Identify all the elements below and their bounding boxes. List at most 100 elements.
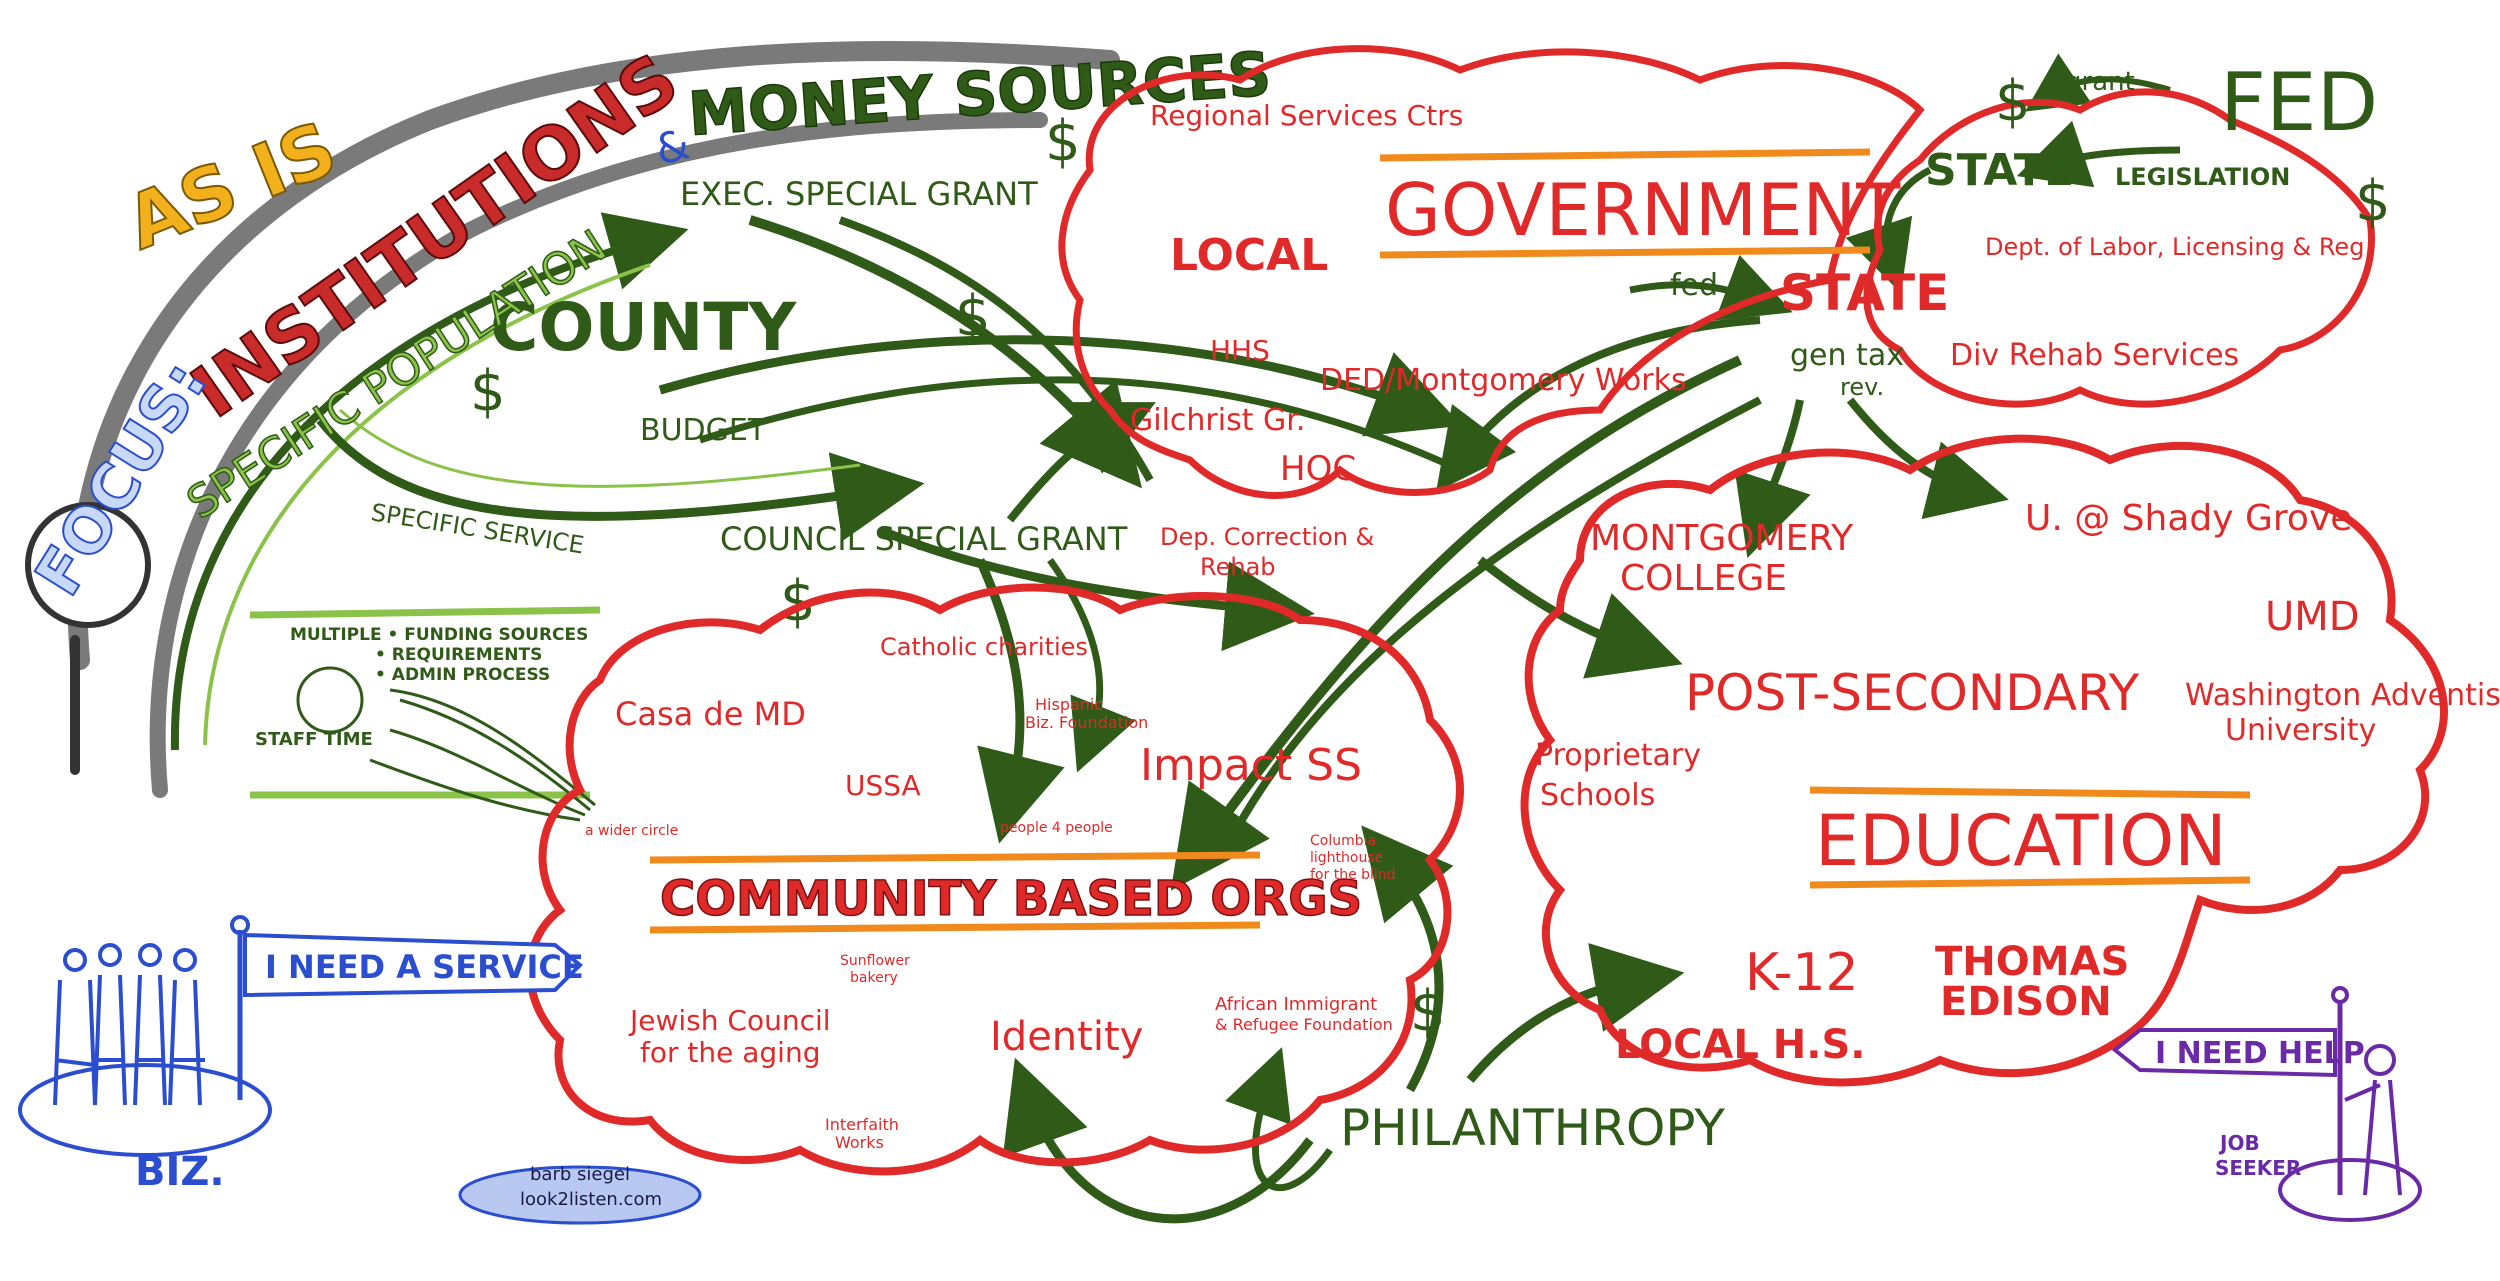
education-cloud-outline (1520, 434, 2448, 1087)
biz-people-group (53, 943, 205, 1106)
local-hs-label: LOCAL H.S. (1615, 1022, 1865, 1068)
catholic-charities-label: Catholic charities (880, 633, 1088, 661)
funding-fan-lines (369, 688, 596, 822)
grant-arrow (2025, 53, 2171, 112)
job-seeker-ground (2278, 1158, 2422, 1222)
rehab-label: Rehab (1200, 553, 1276, 581)
biz-flag (243, 932, 583, 998)
gen-tax-label: gen tax (1790, 338, 1904, 373)
funding-line-2: • REQUIREMENTS (375, 645, 542, 665)
gilchrist-label: Gilchrist Gr. (1130, 403, 1305, 438)
government-cloud (1058, 45, 1925, 499)
fed-flow-label: fed (1670, 268, 1718, 303)
dep-correction-label: Dep. Correction & (1160, 523, 1374, 551)
state-to-shady-grove-arrow (1846, 397, 2009, 520)
flow-arrows (170, 53, 2181, 1224)
specific-population-arrow-inner (203, 263, 651, 746)
cbo-section: COMMUNITY BASED ORGS Catholic charities … (585, 633, 1396, 1152)
person-head (138, 943, 162, 967)
impact-label: Impact SS (1140, 740, 1362, 791)
county-dollar-4: $ (1045, 109, 1081, 174)
council-grant-arrow (878, 525, 1315, 652)
education-underline-top (1809, 786, 2251, 799)
government-section: GOVERNMENT Regional Services Ctrs LOCAL … (1130, 99, 1949, 581)
funding-line-1: MULTIPLE • FUNDING SOURCES (290, 625, 588, 645)
person-head (173, 948, 197, 972)
proprietary-label-1: Proprietary (1535, 738, 1701, 773)
magnifier-ring (25, 502, 151, 628)
columbia-label-1: Columbia (1310, 833, 1376, 849)
council-special-grant-label: COUNCIL SPECIAL GRANT (720, 520, 1128, 558)
philanthropy-loop-arrow (1002, 1057, 1314, 1224)
legislation-label: LEGISLATION (2115, 163, 2290, 191)
hispanic-label-2: Biz. Foundation (1025, 713, 1148, 732)
gilchrist-arrow (1006, 402, 1156, 523)
biz-section: I NEED A SERVICE BIZ. (18, 915, 584, 1195)
banner-inner-stroke (149, 112, 1048, 798)
education-section: MONTGOMERY COLLEGE U. @ Shady Grove UMD … (1535, 498, 2500, 1068)
philanthropy-to-ed-arrow (1466, 943, 1685, 1083)
biz-label: BIZ. (135, 1149, 225, 1195)
dept-labor-label: Dept. of Labor, Licensing & Reg. (1985, 233, 2372, 261)
local-label: LOCAL (1170, 230, 1328, 281)
montgomery-college-label-2: COLLEGE (1620, 558, 1787, 599)
specific-service-arrow (316, 417, 925, 542)
interfaith-label-2: Works (835, 1133, 884, 1152)
state-to-cbo-arrow (1170, 355, 1743, 891)
government-underline-bottom (1379, 246, 1871, 259)
people-people-label: people 4 people (1000, 820, 1113, 836)
person-head (63, 948, 87, 972)
exec-grant-arrow (748, 215, 1143, 489)
cbo-cloud-outline (526, 583, 1464, 1176)
div-rehab-label: Div Rehab Services (1950, 338, 2239, 373)
job-seeker-head (2364, 1044, 2396, 1076)
washington-adventist-label-2: University (2225, 713, 2376, 748)
columbia-label-3: for the blind (1310, 867, 1396, 883)
fed-title: FED (2220, 56, 2378, 149)
government-underline-top (1379, 148, 1871, 162)
people-bodies (53, 974, 205, 1106)
fed-to-state-arrow (1629, 254, 1793, 321)
philanthropy-dollar: $ (1410, 979, 1446, 1044)
education-title: EDUCATION (1815, 800, 2227, 882)
philanthropy-loop-arrow-2 (1225, 1047, 1333, 1192)
columbia-label-2: lighthouse (1310, 850, 1383, 866)
sunflower-label-2: bakery (850, 970, 898, 986)
ussa-label: USSA (845, 769, 921, 802)
i-need-a-service-label: I NEED A SERVICE (265, 948, 584, 986)
job-seeker-section: I NEED HELP JOB SEEKER (2111, 986, 2422, 1222)
job-seeker-label-1: JOB (2218, 1131, 2260, 1155)
credit-oval (458, 1165, 702, 1225)
staff-icon (296, 666, 364, 734)
philanthropy-label: PHILANTHROPY (1340, 1099, 1725, 1157)
african-label-1: African Immigrant (1215, 994, 1377, 1015)
biz-flag-pole-head (230, 915, 250, 935)
proprietary-label-2: Schools (1540, 778, 1655, 813)
hispanic-label-1: Hispanic (1035, 695, 1103, 714)
county-title: COUNTY (490, 289, 797, 366)
jewish-council-label-1: Jewish Council (628, 1004, 831, 1037)
montgomery-college-label-1: MONTGOMERY (1590, 518, 1854, 559)
regional-services-label: Regional Services Ctrs (1150, 99, 1463, 132)
cbo-cloud (526, 583, 1464, 1176)
grant-dollar: $ (1995, 69, 2031, 134)
fed-dollar: $ (2355, 169, 2391, 234)
philanthropy-section: PHILANTHROPY $ (1340, 979, 1725, 1157)
job-seeker-label-2: SEEKER (2215, 1156, 2301, 1180)
state-to-college-arrow (1734, 399, 1811, 558)
wider-circle-label: a wider circle (585, 823, 678, 839)
person-head (98, 943, 122, 967)
i-need-help-label: I NEED HELP (2155, 1036, 2365, 1071)
state-top-title: STATE (1925, 145, 2074, 196)
county-dollar: $ (470, 359, 506, 424)
credit-website: look2listen.com (520, 1189, 662, 1210)
budget-label: BUDGET (640, 413, 767, 448)
government-cloud-outline (1058, 45, 1925, 499)
county-to-cbo-arrow-2 (1047, 557, 1136, 773)
philanthropy-to-cbo-arrow (1361, 825, 1454, 1093)
fed-state-section: $ grant FED $ STATE LEGISLATION Dept. of… (1925, 56, 2391, 373)
grant-label: grant (2065, 67, 2135, 97)
k12-label: K-12 (1745, 943, 1859, 1003)
banner-outer-stroke (67, 40, 1120, 670)
funding-line-3: • ADMIN PROCESS (375, 665, 550, 685)
